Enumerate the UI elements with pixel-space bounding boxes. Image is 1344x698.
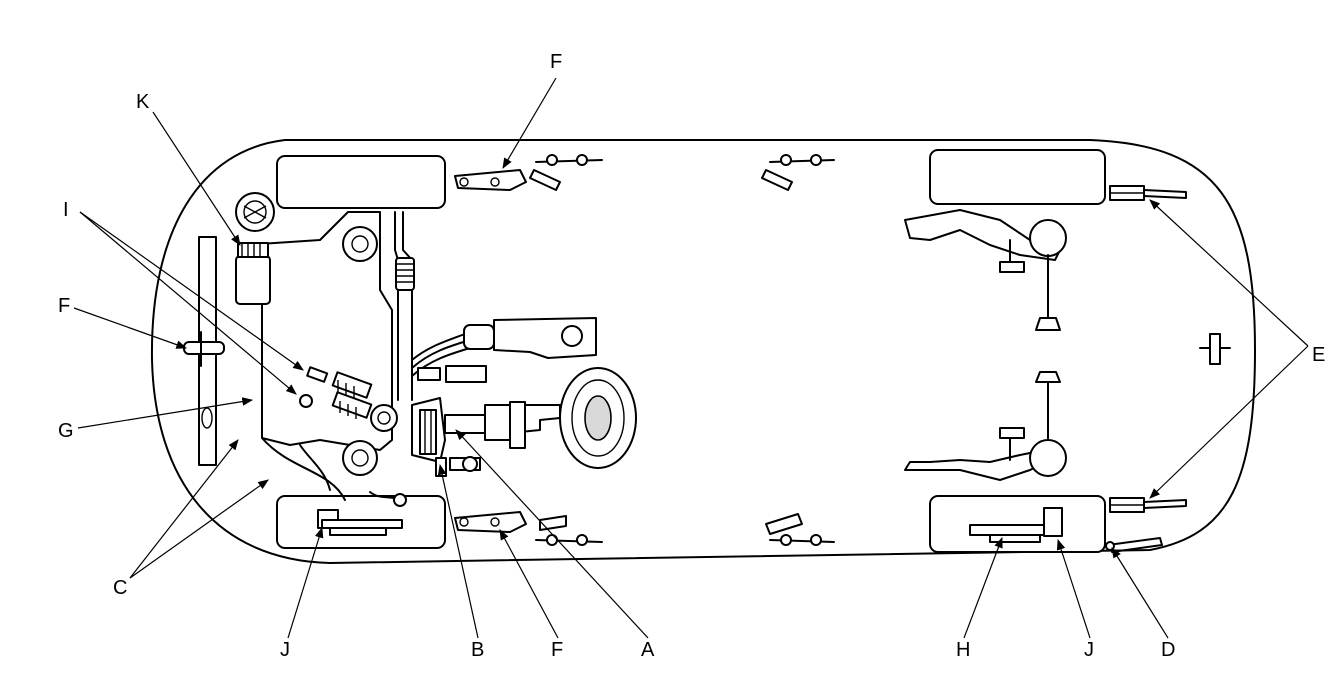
leader-f-left xyxy=(73,307,188,349)
link-clip-mid-bottom xyxy=(765,513,835,546)
leader-i-1 xyxy=(79,211,304,371)
leader-d xyxy=(1111,547,1169,639)
callout-f-left: F xyxy=(58,295,70,317)
callout-j-left: J xyxy=(280,639,290,661)
shift-cable xyxy=(411,317,597,377)
tie-rod-b xyxy=(435,456,481,477)
leader-a xyxy=(455,429,649,639)
battery-k xyxy=(235,242,271,305)
rear-wheel-bracket-hj xyxy=(969,507,1063,543)
front-wheel-bracket-j xyxy=(317,509,403,536)
catalytic-converter xyxy=(370,404,398,432)
rear-tail-pipe-d xyxy=(1105,537,1163,553)
leader-j-left xyxy=(287,526,324,639)
leader-b xyxy=(437,463,479,639)
front-left-wheel xyxy=(276,155,446,209)
rear-center-mount xyxy=(1199,333,1231,365)
steering-gearbox-a xyxy=(411,397,486,463)
callout-c: C xyxy=(113,577,127,599)
leader-j-right xyxy=(1056,538,1091,639)
mount-bracket-f-top xyxy=(454,169,527,191)
leader-k xyxy=(152,111,241,246)
rear-exhaust-e-top xyxy=(1109,185,1187,201)
callout-g: G xyxy=(58,420,74,442)
leader-f-bottom xyxy=(499,529,559,639)
rear-trailing-arm-upper xyxy=(904,209,1067,331)
front-strut-lower xyxy=(342,440,378,476)
exhaust-pipe xyxy=(394,211,415,401)
radiator-plug xyxy=(201,407,213,429)
engine-block xyxy=(244,211,393,501)
callout-j-right: J xyxy=(1084,639,1094,661)
vehicle-body-outline xyxy=(150,139,1256,564)
callout-h: H xyxy=(956,639,970,661)
rear-trailing-arm-lower xyxy=(904,371,1067,481)
front-control-arm xyxy=(369,491,407,507)
steering-wheel xyxy=(559,367,637,469)
rear-exhaust-e-bottom xyxy=(1109,497,1187,513)
rear-left-wheel xyxy=(929,149,1106,205)
lower-bracket xyxy=(417,365,487,383)
callout-b: B xyxy=(471,639,484,661)
leader-c-2 xyxy=(129,479,269,579)
callout-f-top: F xyxy=(550,51,562,73)
callout-i: I xyxy=(63,199,69,221)
leader-e-2 xyxy=(1149,345,1309,499)
link-clip-front-bottom xyxy=(535,515,603,546)
callout-a: A xyxy=(641,639,655,661)
steering-column xyxy=(484,401,561,449)
leader-h xyxy=(963,536,1003,639)
leader-i-2 xyxy=(79,211,297,395)
callout-e: E xyxy=(1312,344,1325,366)
leader-f-top xyxy=(502,77,557,169)
brake-booster xyxy=(235,192,275,232)
callout-f-bottom: F xyxy=(551,639,563,661)
callout-k: K xyxy=(136,91,150,113)
link-clip-front-top xyxy=(529,154,603,191)
oxygen-sensors-i xyxy=(299,366,373,419)
mount-bracket-f-bottom xyxy=(454,511,527,533)
link-clip-mid-top xyxy=(761,154,835,191)
front-strut-upper xyxy=(342,226,378,262)
leader-e-1 xyxy=(1149,199,1309,347)
leader-c-1 xyxy=(129,439,239,579)
leader-g xyxy=(77,397,254,429)
callout-d: D xyxy=(1161,639,1175,661)
